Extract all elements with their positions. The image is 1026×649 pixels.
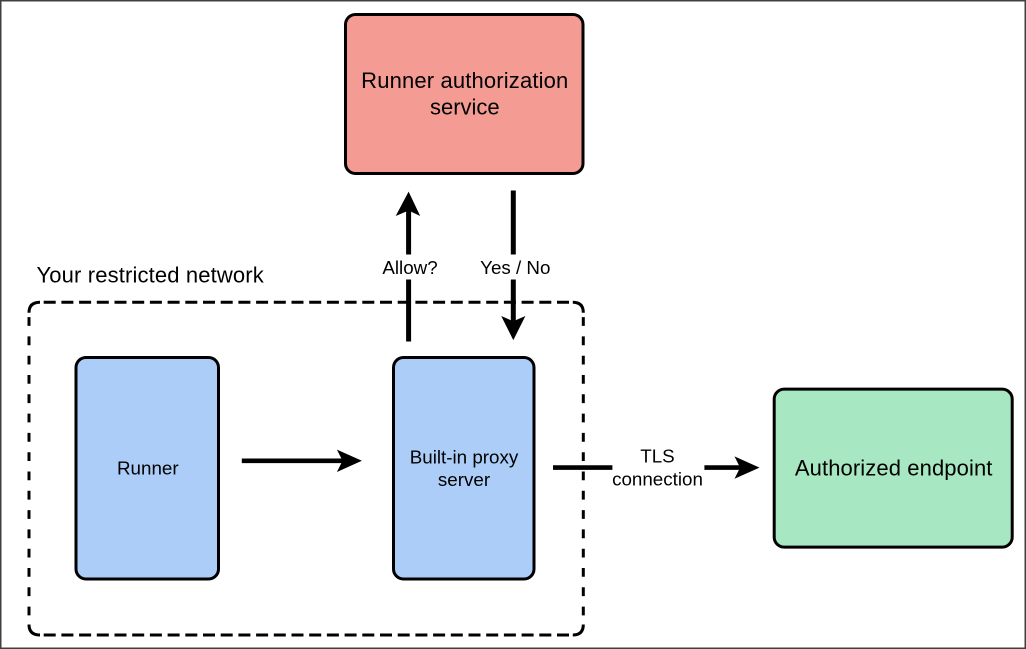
svg-text:TLS: TLS bbox=[640, 446, 674, 467]
svg-text:service: service bbox=[430, 95, 500, 120]
svg-text:Your restricted network: Your restricted network bbox=[37, 263, 265, 288]
svg-text:Authorized endpoint: Authorized endpoint bbox=[795, 456, 993, 481]
svg-text:Built-in proxy: Built-in proxy bbox=[410, 446, 519, 467]
svg-text:Yes / No: Yes / No bbox=[480, 257, 550, 278]
svg-text:Runner: Runner bbox=[117, 458, 179, 479]
svg-text:Runner authorization: Runner authorization bbox=[361, 68, 568, 93]
svg-text:connection: connection bbox=[612, 469, 703, 490]
svg-text:server: server bbox=[438, 469, 490, 490]
svg-text:Allow?: Allow? bbox=[382, 257, 437, 278]
